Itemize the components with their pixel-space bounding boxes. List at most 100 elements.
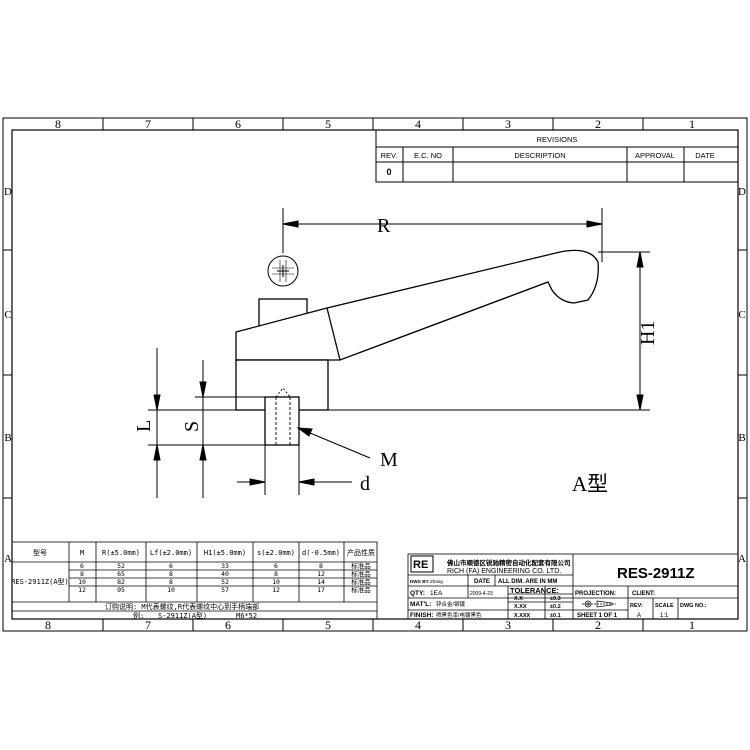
revisions-header: DATE — [695, 151, 714, 160]
spec-header: Lf(±2.0mm) — [150, 549, 192, 557]
col-label-top: 4 — [415, 117, 421, 131]
spec-header: R(±5.0mm) — [102, 549, 140, 557]
col-label-bottom: 4 — [415, 618, 421, 632]
dimension-L-label: L — [133, 420, 155, 432]
revisions-table — [375, 129, 739, 183]
spec-header: d(-0.5mm) — [302, 549, 340, 557]
qty-label: QTY: — [410, 590, 425, 597]
material-value: 锌合金/钢镀 — [436, 600, 466, 608]
handle-part-view — [235, 249, 599, 446]
dimension-R-label: R — [377, 215, 391, 237]
spec-cell: 95 — [117, 586, 125, 594]
spec-cell: 8 — [80, 570, 84, 578]
col-label-top: 5 — [325, 117, 331, 131]
spec-cell: 40 — [221, 570, 229, 578]
revisions-header: E.C. NO — [414, 151, 442, 160]
col-label-bottom: 3 — [505, 618, 511, 632]
col-label-top: 3 — [505, 117, 511, 131]
dimension-d-label: d — [360, 473, 370, 495]
dimension-lines — [148, 208, 650, 498]
projection-symbol-icon — [582, 600, 616, 608]
spec-cell: 6 — [169, 562, 173, 570]
spec-cell: 10 — [272, 578, 280, 586]
spec-header: 产品性质 — [347, 548, 375, 557]
revisions-header: REV. — [381, 151, 398, 160]
spec-cell: 82 — [117, 578, 125, 586]
spec-cell: 14 — [317, 578, 325, 586]
projection-label: PROJECTION: — [575, 591, 616, 597]
spec-cell: 57 — [221, 586, 229, 594]
rev-value: A — [637, 613, 641, 619]
dimension-M-label: M — [380, 449, 398, 471]
rev-label: REV: — [630, 603, 643, 609]
revisions-header: APPROVAL — [635, 151, 675, 160]
col-label-bottom: 5 — [325, 618, 331, 632]
revisions-title: REVISIONS — [537, 135, 578, 144]
row-label-left: C — [4, 309, 11, 321]
spec-cell: 17 — [317, 586, 325, 594]
spec-cell: 标准品 — [351, 577, 371, 586]
spec-order-note: 订购说明: M代表螺纹,R代表螺纹中心到手柄端部 — [105, 602, 259, 611]
spec-example-model: S-2911Z(A型) — [158, 611, 207, 620]
client-label: CLIENT: — [632, 591, 655, 597]
scale-label: SCALE — [655, 603, 674, 609]
dwg-by-label: DWG BY: — [410, 579, 430, 584]
spec-cell: 52 — [117, 562, 125, 570]
tolerance-key: X.XXX — [514, 613, 531, 619]
col-label-top: 6 — [235, 117, 241, 131]
tolerance-value: ±0.2 — [550, 604, 561, 610]
dimension-S-label: S — [181, 421, 203, 432]
spec-cell: 33 — [221, 562, 229, 570]
col-label-bottom: 6 — [225, 618, 231, 632]
revisions-header: DESCRIPTION — [514, 151, 565, 160]
spec-header: s(±2.0mm) — [257, 549, 295, 557]
finish-label: FINISH: — [410, 612, 433, 619]
tolerance-key: X.XX — [514, 604, 527, 610]
row-label-left: A — [4, 553, 12, 565]
date-value: 2009-4-23 — [470, 591, 493, 597]
units-note: ALL DIM. ARE IN MM — [498, 579, 557, 585]
spec-example-label: 例: — [133, 611, 144, 620]
type-label: A型 — [572, 472, 608, 496]
spec-header: M — [80, 549, 84, 557]
inner-frame — [11, 129, 739, 620]
svg-text:RE: RE — [413, 559, 428, 571]
spec-example-size: M6*52 — [236, 612, 257, 620]
sheet-count: SHEET 1 OF 1 — [577, 613, 618, 619]
spec-cell: 8 — [274, 570, 278, 578]
col-label-top: 1 — [689, 117, 695, 131]
col-label-bottom: 8 — [45, 618, 51, 632]
revisions-cell: 0 — [386, 167, 391, 177]
row-label-left: B — [4, 432, 11, 444]
date-label: DATE — [474, 579, 490, 585]
col-label-top: 2 — [595, 117, 601, 131]
spec-cell: 标准品 — [351, 569, 371, 578]
material-label: MAT'L: — [410, 601, 431, 608]
spec-cell: 10 — [167, 586, 175, 594]
tolerance-label: TOLERANCE: — [510, 586, 559, 595]
spec-cell: 65 — [117, 570, 125, 578]
spec-header: 型号 — [33, 548, 47, 557]
col-label-bottom: 2 — [595, 618, 601, 632]
spec-cell: 8 — [169, 570, 173, 578]
finish-value: 喷黑色漆/电镀黑色 — [436, 611, 482, 619]
col-label-bottom: 1 — [689, 618, 695, 632]
company-name-cn: 佛山市顺德区锐驰精密自动化配套有限公司 — [446, 558, 571, 567]
company-name-en: RICH (FA) ENGINEERING CO. LTD. — [447, 568, 561, 575]
spec-cell: 52 — [221, 578, 229, 586]
spec-cell: 10 — [78, 578, 86, 586]
spec-cell: 6 — [274, 562, 278, 570]
col-label-bottom: 7 — [145, 618, 151, 632]
col-label-top: 7 — [145, 117, 151, 131]
row-label-right: A — [738, 553, 746, 565]
center-mark-icon — [267, 255, 299, 287]
spec-cell: 12 — [78, 586, 86, 594]
dwg-by-value: Zhang — [430, 579, 443, 584]
company-logo: RE — [410, 555, 434, 573]
scale-value: 1:1 — [660, 613, 669, 619]
qty-value: 1EA — [430, 590, 443, 597]
tolerance-key: X.X — [514, 596, 523, 602]
spec-header: H1(±5.0mm) — [204, 549, 246, 557]
spec-cell: 8 — [169, 578, 173, 586]
